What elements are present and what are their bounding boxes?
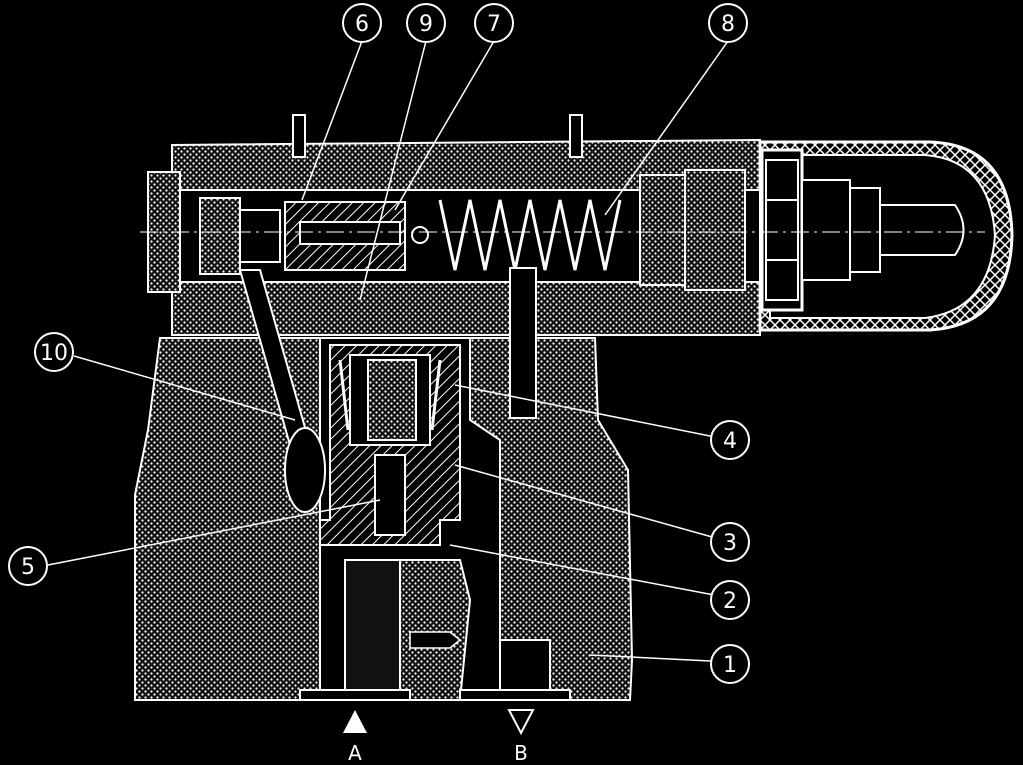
- adjust-screw: [801, 179, 851, 281]
- callout-3: 3: [710, 522, 750, 562]
- callout-9: 9: [406, 3, 446, 43]
- svg-text:B: B: [514, 741, 528, 765]
- callout-1: 1: [710, 644, 750, 684]
- callout-6: 6: [342, 3, 382, 43]
- svg-text:1: 1: [723, 653, 737, 678]
- callout-5: 5: [8, 546, 48, 586]
- svg-text:A: A: [348, 741, 362, 765]
- callout-8: 8: [708, 3, 748, 43]
- svg-text:5: 5: [21, 555, 35, 580]
- svg-text:3: 3: [723, 531, 737, 556]
- leader-lines: [47, 40, 731, 663]
- svg-text:7: 7: [487, 12, 501, 37]
- svg-text:2: 2: [723, 589, 737, 614]
- svg-text:6: 6: [355, 12, 369, 37]
- svg-text:10: 10: [40, 341, 68, 366]
- callout-4: 4: [710, 420, 750, 460]
- pilot-spring: [438, 199, 622, 271]
- callout-10: 10: [34, 332, 74, 372]
- lock-nut: [760, 148, 804, 312]
- port-b: B: [507, 709, 535, 765]
- svg-text:4: 4: [723, 429, 737, 454]
- callout-7: 7: [474, 3, 514, 43]
- svg-text:9: 9: [419, 12, 433, 37]
- callout-2: 2: [710, 580, 750, 620]
- svg-text:8: 8: [721, 12, 735, 37]
- port-a: A: [343, 710, 367, 765]
